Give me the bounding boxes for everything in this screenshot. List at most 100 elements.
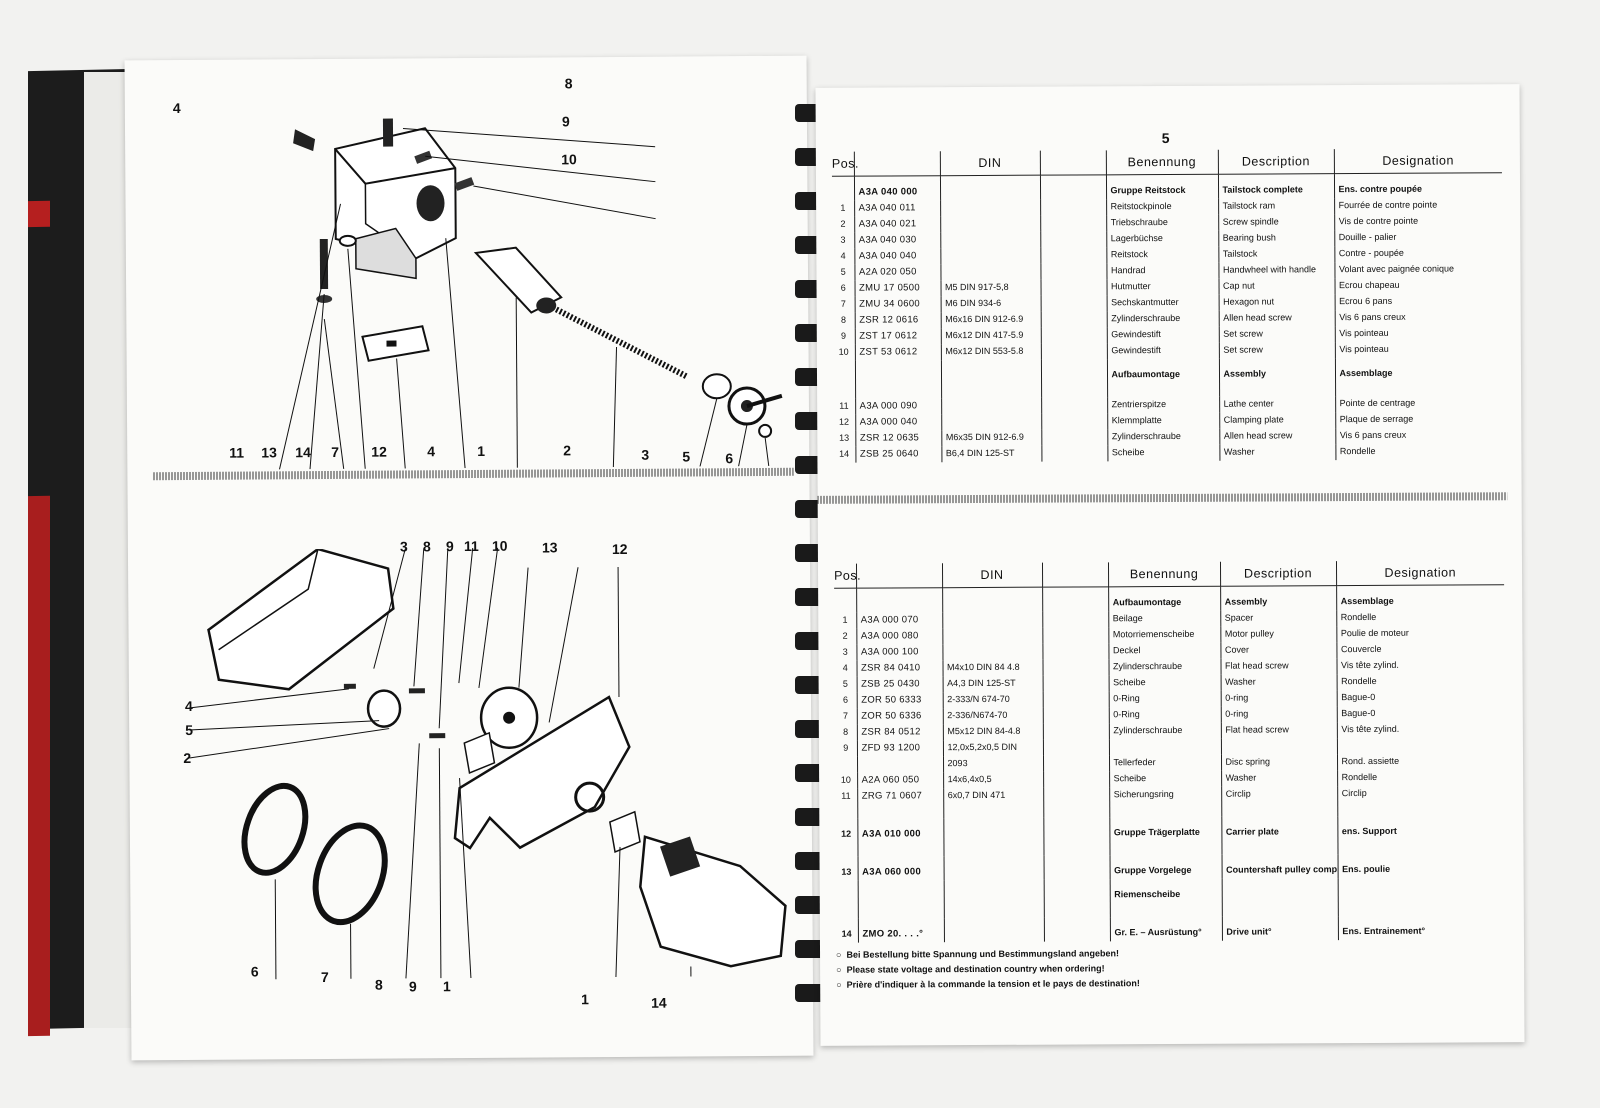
cell-blank: [1042, 586, 1109, 612]
note-line: ○ Please state voltage and destination c…: [836, 963, 1105, 975]
cell-fr: Ecrou chapeau: [1339, 279, 1400, 291]
cell-fr: Couvercle: [1340, 643, 1382, 655]
cell-code: [856, 756, 944, 773]
cell-din: M5x12 DIN 84-4.8: [942, 723, 1043, 741]
cell-fr: Rondelle: [1341, 675, 1377, 687]
cell-blank: [1040, 247, 1107, 264]
cell-blank: [1043, 787, 1110, 818]
cell-blank: [1040, 279, 1107, 296]
callout-label: 8: [564, 75, 573, 92]
cell-blank: [1042, 659, 1109, 676]
cell-pos: 9: [832, 328, 855, 345]
cell-fr: [1338, 877, 1506, 916]
ordering-notes: ○ Bei Bestellung bitte Spannung und Best…: [836, 948, 1140, 995]
cell-din: [940, 215, 1041, 233]
cell-de: Gewindestift: [1106, 326, 1219, 344]
cell-fr: Vis 6 pans creux: [1339, 311, 1406, 323]
cell-pos: [832, 360, 856, 399]
callout-label: 14: [295, 444, 311, 461]
callout-label: 11: [229, 444, 245, 461]
cell-en: [1221, 878, 1338, 917]
cell-pos: 10: [832, 344, 855, 361]
cell-pos: 5: [834, 676, 857, 693]
cell-de: Gr. E. – Ausrüstung°: [1109, 916, 1222, 942]
cell-code: ZST 53 0612: [854, 344, 941, 361]
cell-blank: [1041, 397, 1108, 414]
cell-de: Zentrierspitze: [1107, 396, 1220, 414]
cell-en: Flat head screw: [1220, 722, 1337, 739]
cell-code: A3A 000 100: [856, 644, 943, 661]
page-number: 5: [1161, 129, 1170, 147]
cell-pos: 8: [832, 312, 855, 329]
cell-fr: Vis pointeau: [1339, 343, 1389, 355]
cell-din: [943, 879, 1044, 919]
cell-pos: 1: [832, 200, 855, 217]
cell-pos: 14: [833, 446, 856, 463]
cell-fr: Rondelle: [1339, 445, 1376, 457]
cell-blank: [1040, 359, 1108, 398]
cell-en: [1220, 738, 1337, 755]
cell-blank: [1042, 707, 1109, 724]
cell-blank: [1043, 879, 1110, 918]
callout-label: 5: [185, 721, 194, 738]
cell-fr: Rondelle: [1340, 611, 1377, 623]
cell-blank: [1040, 263, 1107, 280]
cell-blank: [1041, 413, 1108, 430]
cell-fr: Fourrée de contre pointe: [1338, 199, 1438, 211]
callout-label: 1: [442, 978, 451, 995]
cell-din: [942, 611, 1043, 629]
callout-label: 12: [371, 443, 387, 460]
cell-en: Flat head screw: [1220, 658, 1337, 675]
cell-de: Beilage: [1108, 610, 1221, 628]
left-page: 4: [124, 55, 814, 1061]
cell-code: A3A 010 000: [857, 818, 944, 857]
cell-en: Hexagon nut: [1218, 294, 1335, 311]
cell-blank: [1040, 231, 1107, 248]
callout-label: 14: [651, 994, 667, 1011]
cell-fr: [1337, 737, 1505, 754]
cell-code: A3A 040 021: [854, 216, 941, 233]
cell-fr: Bague-0: [1341, 691, 1376, 703]
cell-en: Set screw: [1218, 342, 1335, 359]
callout-label: 2: [563, 442, 572, 459]
cell-code: A3A 040 040: [854, 248, 941, 265]
cell-blank: [1043, 771, 1110, 788]
callout-label: 13: [541, 539, 558, 556]
col-header-blank: [1039, 150, 1106, 176]
col-header-benennung: Benennung: [1105, 149, 1218, 175]
cell-fr: Rond. assiette: [1341, 755, 1400, 767]
cell-blank: [1043, 855, 1110, 880]
cell-din: 14x6,4x0,5: [943, 771, 1044, 789]
cell-en: Washer: [1221, 770, 1338, 787]
cell-pos: 13: [833, 430, 856, 447]
binding-ring: [795, 984, 825, 1002]
cell-pos: 12: [835, 818, 858, 857]
cell-de: Riemenscheibe: [1109, 878, 1222, 918]
cell-pos: 14: [835, 918, 858, 943]
cell-de: Scheibe: [1108, 674, 1221, 692]
cell-de: Sicherungsring: [1109, 786, 1222, 818]
cell-code: A3A 040 011: [854, 200, 941, 217]
callout-label: 9: [445, 538, 454, 555]
binding-ring: [795, 720, 825, 738]
callout-label: 4: [427, 443, 436, 460]
cell-code: ZOR 50 6333: [856, 692, 943, 709]
col-header-blank: [1041, 562, 1109, 588]
cell-fr: Ens. contre poupée: [1338, 183, 1423, 195]
cell-blank: [1043, 917, 1110, 942]
col-header-pos: Pos.: [831, 151, 859, 177]
cell-de: Tellerfeder: [1108, 754, 1222, 772]
callout-label: 12: [611, 540, 628, 558]
cell-de: Reitstock: [1106, 246, 1219, 264]
cell-fr: Plaque de serrage: [1339, 413, 1414, 425]
cell-pos: [835, 880, 858, 919]
table-header-row: Pos. DIN Benennung Description Designati…: [831, 148, 1502, 177]
cell-blank: [1042, 675, 1109, 692]
cell-fr: Rondelle: [1341, 771, 1378, 783]
cell-pos: 2: [834, 628, 857, 645]
cell-code: A3A 040 030: [854, 232, 941, 249]
cell-blank: [1041, 445, 1108, 462]
